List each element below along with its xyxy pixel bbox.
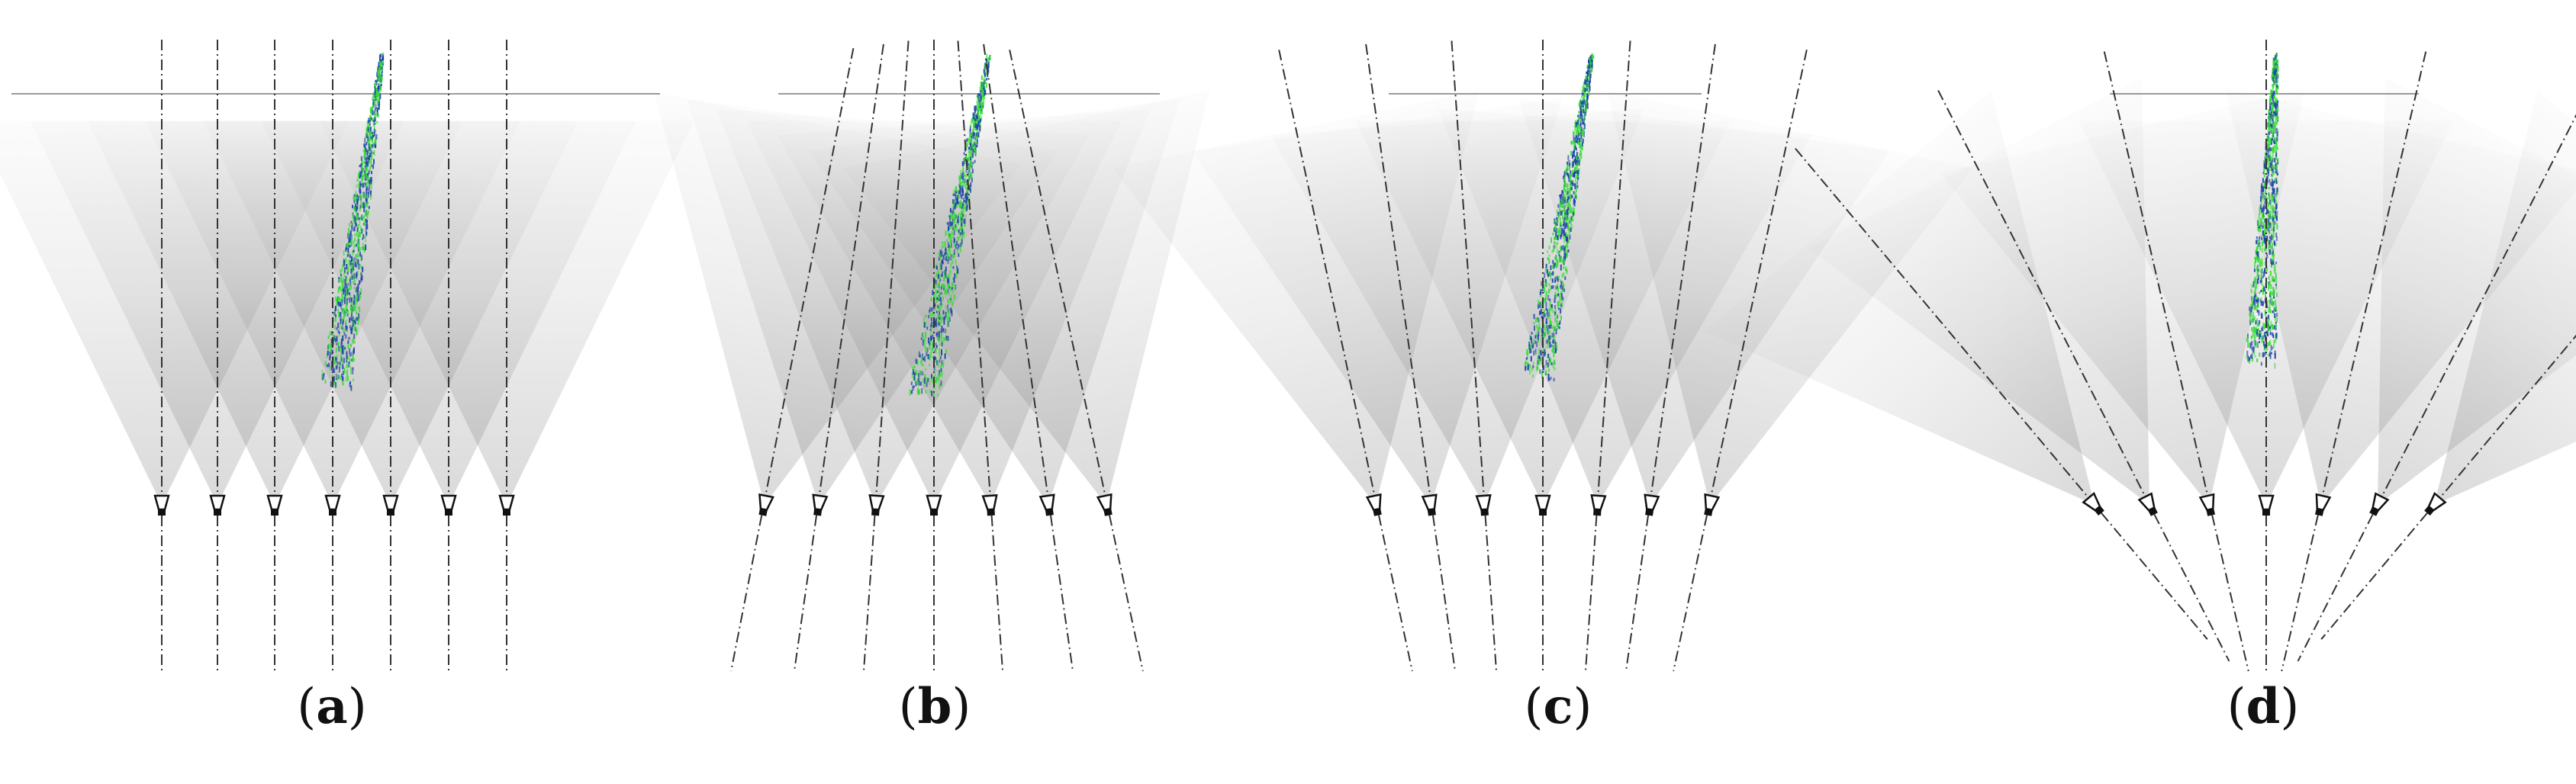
camera-icon xyxy=(2198,493,2216,516)
optical-axes xyxy=(1278,40,1808,672)
optical-axes xyxy=(730,40,1144,672)
panel-b xyxy=(654,40,1210,672)
optical-axis-line xyxy=(2297,114,2576,662)
optical-axis-line xyxy=(983,43,1074,672)
camera-markers xyxy=(153,494,515,516)
optical-axis-line xyxy=(794,43,884,672)
optical-axis-line xyxy=(862,40,910,672)
optical-axis-line xyxy=(2281,51,2427,672)
panel-label-b: (b) xyxy=(898,678,971,735)
camera-markers xyxy=(1365,493,1721,516)
optical-axes xyxy=(1795,40,2576,672)
panel-label-c: (c) xyxy=(1524,678,1592,735)
camera-icon xyxy=(1365,493,1382,516)
camera-icon xyxy=(2137,492,2158,516)
panel-a xyxy=(0,40,694,671)
optical-axis-line xyxy=(1278,50,1413,672)
camera-icon xyxy=(382,494,399,516)
particle-sample xyxy=(1524,53,1595,382)
camera-icon xyxy=(440,494,457,516)
camera-markers xyxy=(2082,492,2447,516)
camera-icon xyxy=(2258,494,2275,516)
panel-d xyxy=(1704,40,2576,672)
optical-axes xyxy=(161,40,507,671)
panel-label-d: (d) xyxy=(2227,678,2300,735)
optical-axis-line xyxy=(730,48,855,672)
optical-axis-line xyxy=(957,40,1004,672)
camera-icon xyxy=(2369,492,2390,516)
optical-axis-line xyxy=(1584,40,1631,672)
particle-sample xyxy=(321,53,385,391)
camera-icon xyxy=(266,494,283,516)
camera-icon xyxy=(812,493,829,516)
camera-markers xyxy=(758,493,1113,516)
camera-icon xyxy=(2424,492,2447,516)
panel-label-a: (a) xyxy=(297,678,367,735)
camera-icon xyxy=(1096,493,1113,516)
camera-icon xyxy=(1421,493,1438,516)
optical-axis-line xyxy=(1673,50,1808,672)
camera-icon xyxy=(2082,492,2104,516)
camera-icon xyxy=(1704,493,1721,516)
camera-icon xyxy=(1475,494,1492,516)
optical-axis-line xyxy=(1009,50,1144,672)
frustum-group xyxy=(1704,78,2576,506)
panel-c xyxy=(1113,40,1973,672)
camera-icon xyxy=(324,494,341,516)
optical-axis-line xyxy=(2320,334,2576,640)
optical-axis-line xyxy=(1451,40,1498,672)
camera-icon xyxy=(1038,493,1055,516)
optical-axis-line xyxy=(1625,43,1716,672)
optical-axis-line xyxy=(2103,51,2249,672)
optical-axis-line xyxy=(1937,90,2230,662)
camera-icon xyxy=(1644,493,1660,516)
camera-frustum xyxy=(843,90,1210,505)
camera-icon xyxy=(498,494,515,516)
camera-icon xyxy=(868,494,885,516)
camera-icon xyxy=(1590,494,1607,516)
camera-icon xyxy=(926,494,942,516)
camera-icon xyxy=(2314,493,2332,516)
camera-icon xyxy=(981,494,998,516)
camera-icon xyxy=(209,494,226,516)
camera-frustum xyxy=(2434,90,2576,505)
camera-icon xyxy=(153,494,170,516)
optical-axis-line xyxy=(1795,148,2208,640)
optical-axis-line xyxy=(1365,43,1456,672)
camera-icon xyxy=(1534,494,1551,516)
camera-icon xyxy=(758,493,774,516)
